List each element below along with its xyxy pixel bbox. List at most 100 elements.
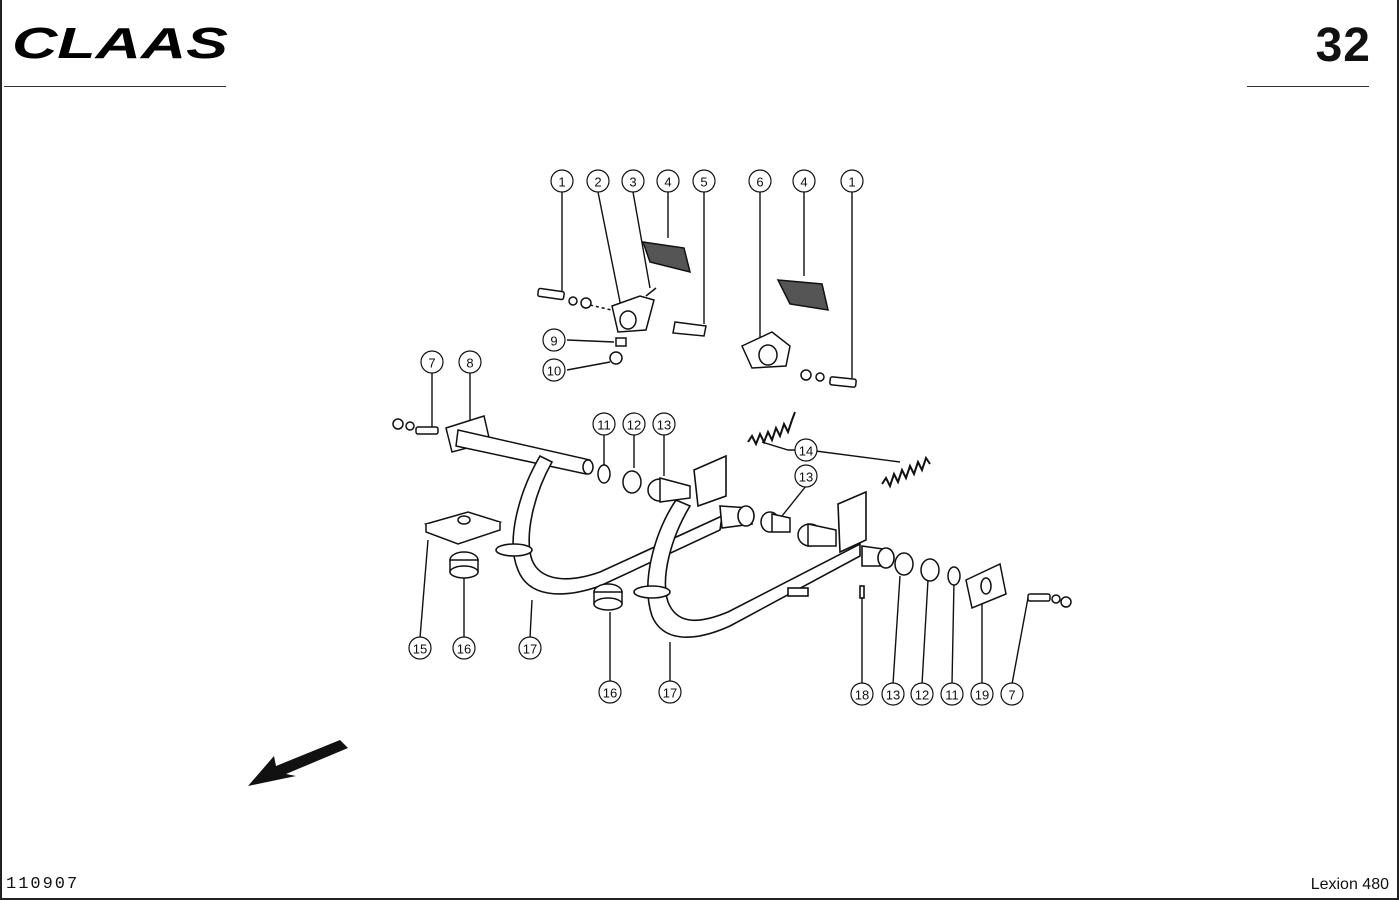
callout-c19: 19 (970, 682, 994, 706)
callout-circle (586, 169, 610, 193)
callout-c3: 3 (621, 169, 645, 193)
callout-circle (656, 169, 680, 193)
callout-c6: 6 (748, 169, 772, 193)
callout-label: 13 (886, 688, 900, 703)
callout-circle (452, 636, 476, 660)
callout-label: 6 (756, 175, 763, 190)
callout-circle (850, 682, 874, 706)
callout-label: 3 (629, 175, 636, 190)
callout-label: 17 (523, 642, 537, 657)
callout-circle (940, 682, 964, 706)
callout-label: 13 (657, 418, 671, 433)
brand-wordmark: CLAAS (12, 22, 228, 64)
callout-label: 14 (799, 444, 813, 459)
callout-circle (408, 636, 432, 660)
callout-circle (970, 682, 994, 706)
callout-label: 9 (550, 334, 557, 349)
callout-label: 7 (1008, 688, 1015, 703)
callout-c12a: 12 (622, 412, 646, 436)
callout-c1a: 1 (550, 169, 574, 193)
callout-c18: 18 (850, 682, 874, 706)
callout-circle (658, 680, 682, 704)
callout-circle (550, 169, 574, 193)
callout-circle (748, 169, 772, 193)
callout-c2: 2 (586, 169, 610, 193)
callout-c7a: 7 (420, 350, 444, 374)
callout-label: 2 (594, 175, 601, 190)
callout-circle (542, 328, 566, 352)
bushings-lower (760, 511, 1072, 610)
drawing-number: 110907 (6, 875, 80, 894)
callout-circle (621, 169, 645, 193)
callout-label: 16 (603, 686, 617, 701)
callout-c16a: 16 (452, 636, 476, 660)
frame-tube-left (495, 454, 755, 595)
callout-c16b: 16 (598, 680, 622, 704)
frame-tube-right (633, 490, 895, 638)
callout-circle (794, 464, 818, 488)
callout-circle (652, 412, 676, 436)
callout-label: 15 (413, 642, 427, 657)
callout-circle (1000, 682, 1024, 706)
callout-c13c: 13 (881, 682, 905, 706)
callout-label: 1 (848, 175, 855, 190)
callout-label: 18 (855, 688, 869, 703)
callout-circle (792, 169, 816, 193)
callout-c17a: 17 (518, 636, 542, 660)
claas-logo: CLAAS (12, 22, 228, 64)
callout-label: 1 (558, 175, 565, 190)
callout-label: 16 (457, 642, 471, 657)
callout-label: 4 (800, 175, 807, 190)
callout-c7b: 7 (1000, 682, 1024, 706)
travel-direction-arrow-icon (248, 740, 348, 786)
callout-circle (692, 169, 716, 193)
callout-c9: 9 (542, 328, 566, 352)
callout-c11b: 11 (940, 682, 964, 706)
model-name: Lexion 480 (1310, 876, 1389, 893)
callout-c13b: 13 (794, 464, 818, 488)
page-number: 32 (1315, 19, 1371, 72)
tension-springs (747, 411, 931, 489)
callout-circle (794, 438, 818, 462)
callout-label: 5 (700, 175, 707, 190)
callout-circle (840, 169, 864, 193)
callout-label: 11 (597, 418, 611, 433)
callout-label: 17 (663, 686, 677, 701)
callout-circle (622, 412, 646, 436)
rubber-mounts (423, 511, 623, 611)
callout-c15: 15 (408, 636, 432, 660)
pivot-shaft-left (392, 415, 594, 475)
callout-label: 11 (945, 688, 959, 703)
callout-c4b: 4 (792, 169, 816, 193)
callout-c5: 5 (692, 169, 716, 193)
callout-label: 4 (664, 175, 671, 190)
callout-circle (910, 682, 934, 706)
callout-circle (420, 350, 444, 374)
callout-label: 19 (975, 688, 989, 703)
callout-label: 10 (547, 364, 561, 379)
callout-circle (518, 636, 542, 660)
callout-label: 7 (428, 356, 435, 371)
callout-c13a: 13 (652, 412, 676, 436)
callout-circle (458, 350, 482, 374)
header-rule-right (1247, 86, 1369, 87)
callout-label: 8 (466, 356, 473, 371)
callout-c4a: 4 (656, 169, 680, 193)
callout-c1b: 1 (840, 169, 864, 193)
callout-circle (881, 682, 905, 706)
callout-c14: 14 (794, 438, 818, 462)
callout-c12b: 12 (910, 682, 934, 706)
header-rule-left (4, 86, 226, 87)
bushings-upper (597, 464, 691, 503)
callout-c17b: 17 (658, 680, 682, 704)
callout-c10: 10 (542, 358, 566, 382)
callout-circle (598, 680, 622, 704)
callout-circle (592, 412, 616, 436)
callout-c11a: 11 (592, 412, 616, 436)
callout-label: 13 (799, 470, 813, 485)
callout-circle (542, 358, 566, 382)
callout-c8: 8 (458, 350, 482, 374)
